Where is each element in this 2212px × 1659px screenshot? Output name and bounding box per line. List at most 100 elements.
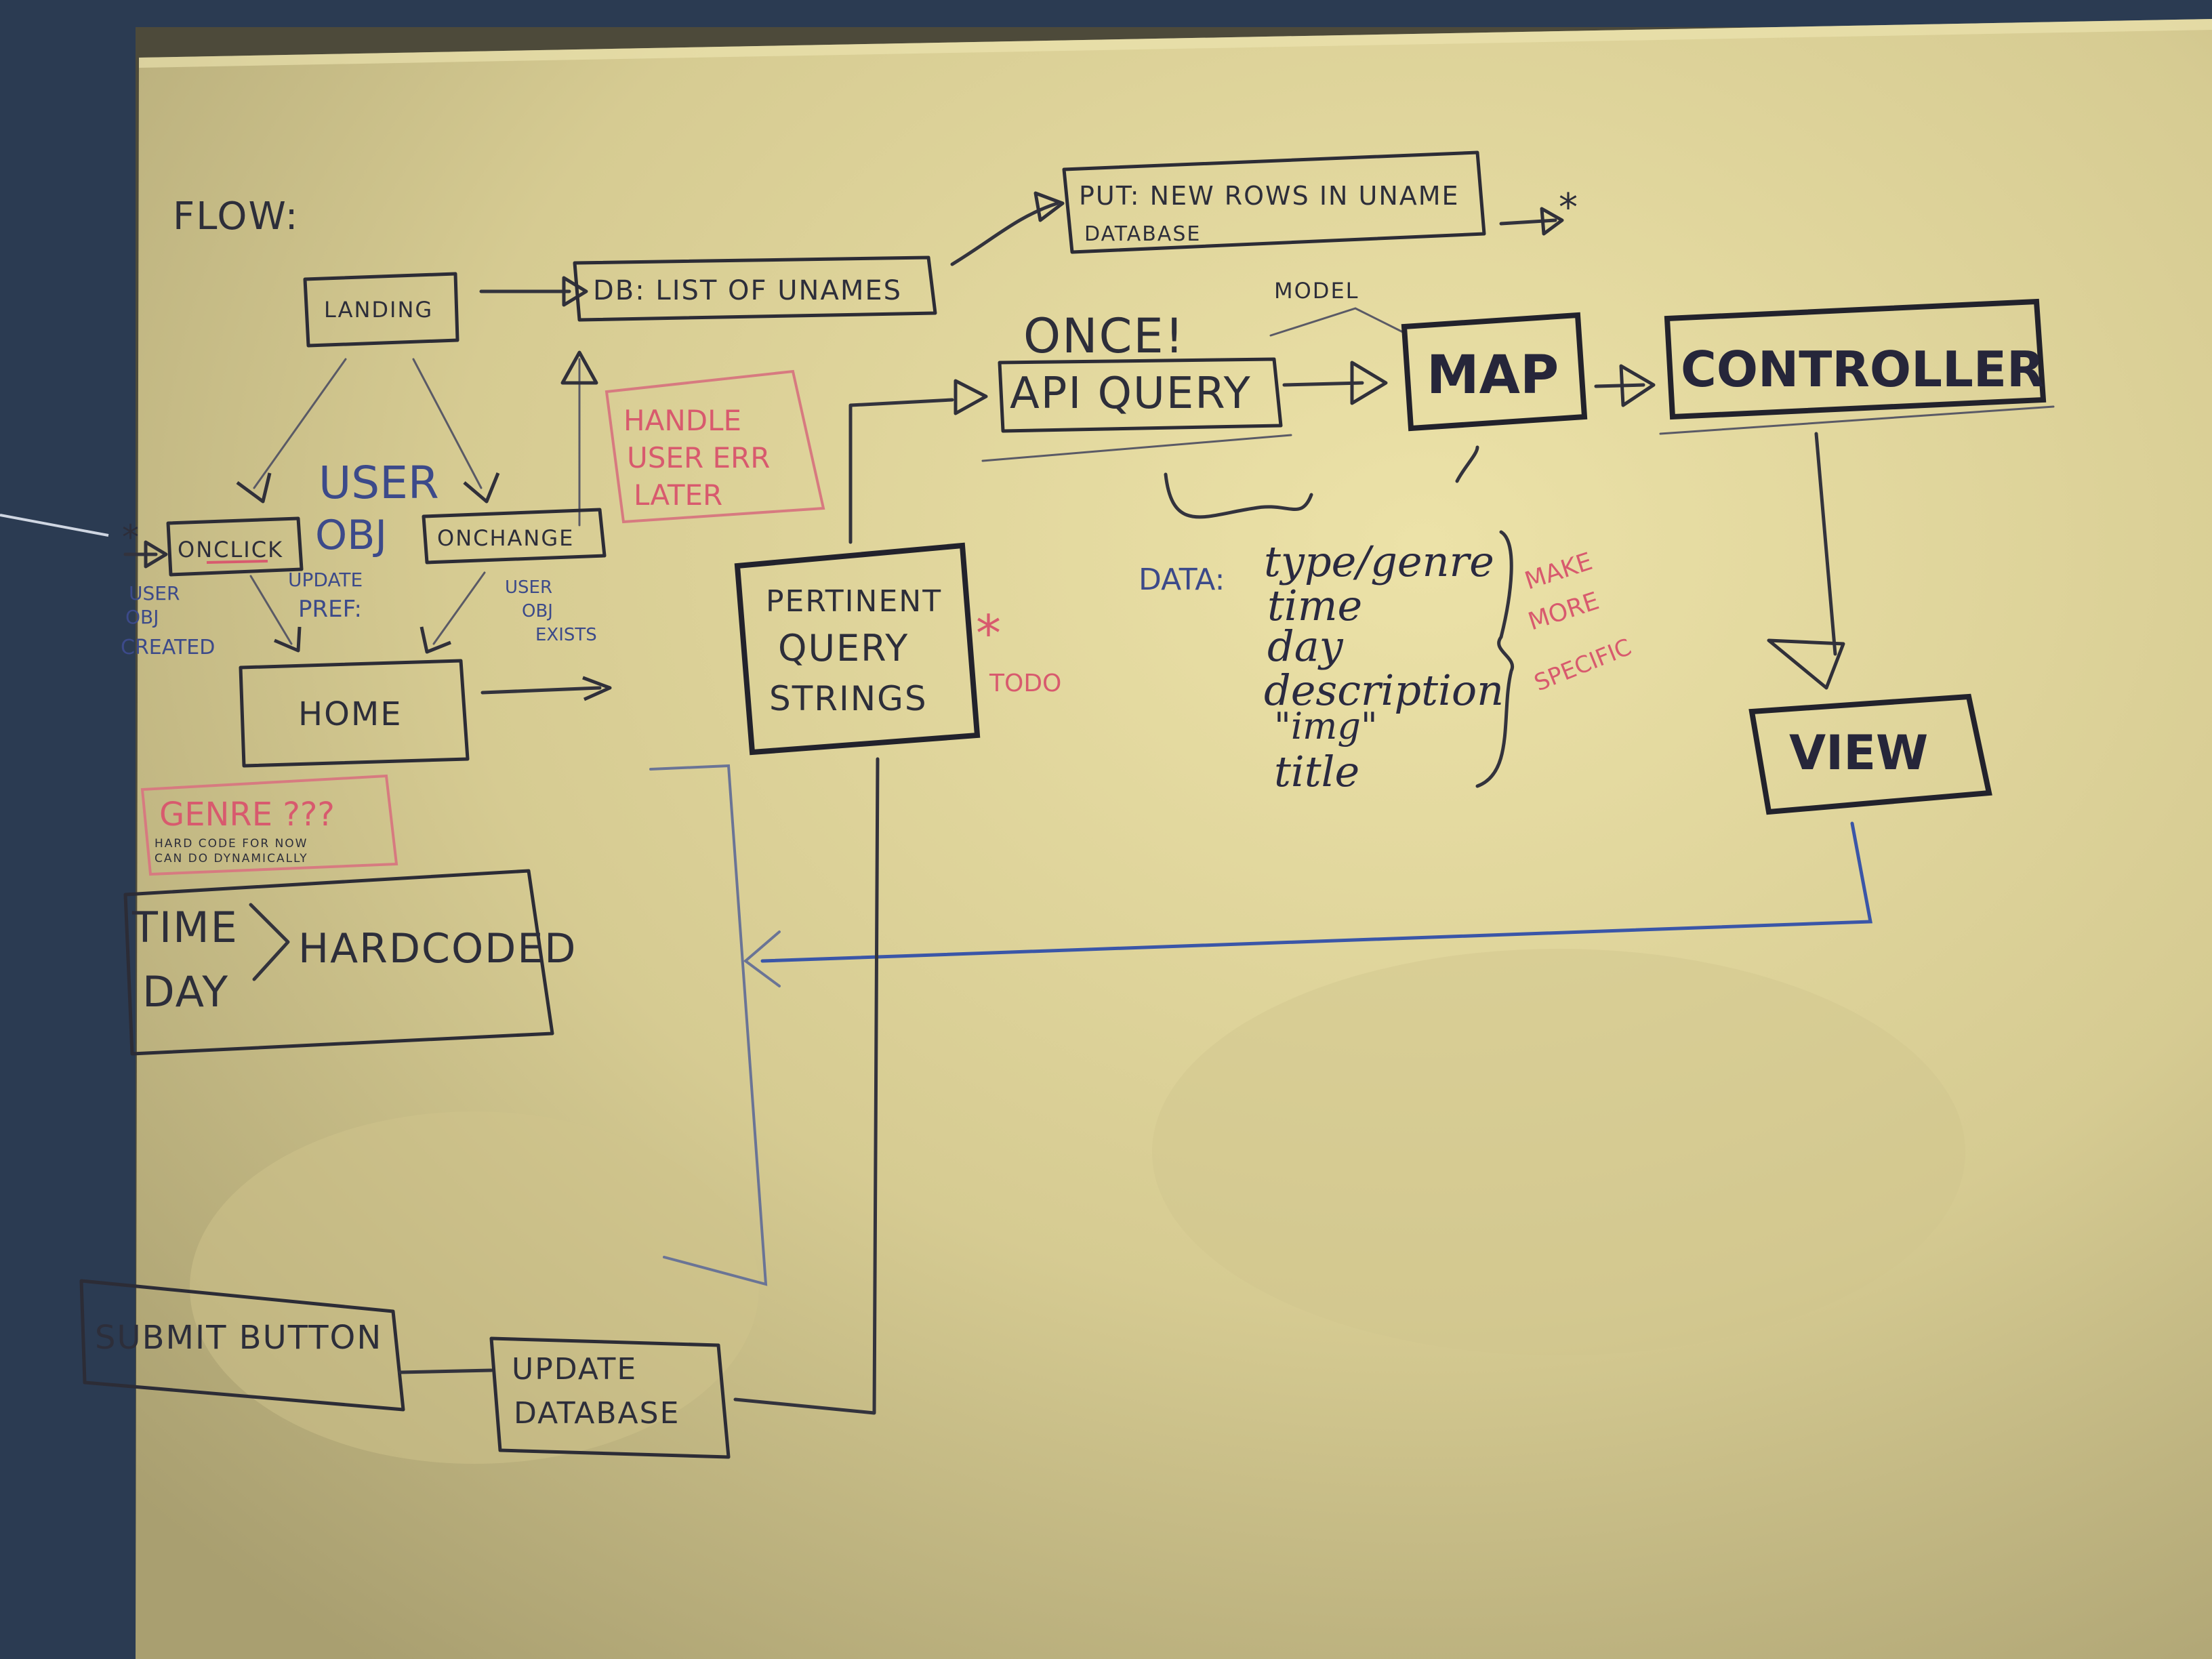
arrowhead-onchange-db — [560, 350, 598, 385]
submit-button-label: SUBMIT BUTTON — [95, 1319, 382, 1357]
view-label: VIEW — [1789, 725, 1928, 781]
arrow-onclick-home — [249, 575, 293, 645]
arrow-put-star — [1499, 218, 1557, 226]
arrowhead-map-controller — [1619, 364, 1656, 407]
todo-star: * — [976, 605, 1001, 663]
whiteboard-top-edge — [139, 19, 2212, 68]
data-field-day: day — [1267, 621, 1344, 671]
todo-label: TODO — [989, 670, 1061, 697]
api-query-label: API QUERY — [1010, 369, 1252, 419]
pertinent-query-node: PERTINENT QUERY STRINGS — [734, 542, 981, 756]
map-label: MAP — [1427, 345, 1559, 406]
put-star: * — [1559, 186, 1579, 230]
time-day-hardcoded-node: TIME DAY HARDCODED — [123, 869, 577, 1056]
put-node: PUT: NEW ROWS IN UNAME DATABASE — [1062, 150, 1486, 254]
onchange-node: ONCHANGE — [422, 508, 607, 565]
arrow-landing-onclick — [253, 358, 347, 489]
api-query-underline — [981, 434, 1292, 462]
user-obj-line2: OBJ — [315, 512, 387, 559]
put-label-line1: PUT: NEW ROWS IN UNAME — [1079, 181, 1460, 211]
update-label-line1: UPDATE — [512, 1352, 637, 1387]
map-node: MAP — [1401, 312, 1588, 432]
update-pref-line2: PREF: — [298, 596, 362, 623]
arrow-api-map — [1282, 381, 1364, 387]
arrowhead-controller-view — [1767, 638, 1845, 690]
update-pref-note: UPDATE PREF: — [288, 569, 363, 623]
flow-label: FLOW: — [173, 194, 299, 239]
api-query-node: API QUERY — [981, 357, 1292, 462]
pertinent-label-line3: STRINGS — [769, 679, 928, 718]
controller-underline — [1659, 405, 2055, 435]
arrowhead-onclick-home — [274, 626, 302, 653]
hardcoded-bracket — [249, 903, 290, 981]
data-label: DATA: — [1139, 562, 1225, 597]
arrowhead-landing-onchange — [463, 472, 500, 504]
onclick-label: ONCLICK — [178, 537, 283, 562]
blue-bracket-loop — [649, 764, 768, 1286]
handle-label-line1: HANDLE — [623, 404, 741, 437]
db-list-label: DB: LIST OF UNAMES — [593, 275, 902, 306]
user-obj-exists-line1: USER — [505, 577, 552, 598]
data-field-time: time — [1267, 581, 1362, 630]
landing-label: LANDING — [324, 297, 433, 323]
data-right-brace — [1475, 530, 1515, 788]
db-list-node: DB: LIST OF UNAMES — [573, 255, 937, 322]
day-label: DAY — [142, 967, 229, 1017]
genre-note-line1: HARD CODE FOR NOW — [155, 837, 308, 851]
model-bracket — [1269, 307, 1404, 337]
user-obj-created-line2: OBJ — [125, 606, 159, 628]
user-obj-created-line1: USER — [129, 582, 180, 605]
map-data-tail — [1455, 445, 1479, 483]
pertinent-label-line1: PERTINENT — [766, 584, 942, 619]
put-label-line2: DATABASE — [1084, 222, 1201, 246]
data-field-type: type/genre — [1264, 537, 1494, 586]
arrow-map-controller — [1594, 383, 1645, 388]
update-label-line2: DATABASE — [514, 1396, 680, 1431]
smudge-left — [190, 1111, 759, 1464]
time-label: TIME — [131, 903, 239, 952]
landing-node: LANDING — [303, 272, 459, 348]
arrow-onchange-home — [432, 571, 486, 645]
arrowhead-onchange-home — [419, 626, 451, 654]
arrowhead-api-map — [1350, 361, 1388, 405]
data-field-img: "img" — [1274, 705, 1378, 747]
arrow-pertinent-api — [848, 398, 954, 544]
user-obj-created-line3: CREATED — [121, 636, 215, 659]
model-label: MODEL — [1274, 278, 1359, 304]
arrowhead-db-put — [1033, 191, 1065, 222]
hardcoded-label: HARDCODED — [298, 925, 577, 972]
user-obj-exists-note: USER OBJ EXISTS — [505, 577, 597, 645]
return-line-view — [760, 821, 1872, 963]
arrow-controller-view — [1814, 432, 1837, 656]
update-database-node: UPDATE DATABASE — [489, 1336, 731, 1459]
smudge-right — [1152, 949, 1965, 1355]
controller-label: CONTROLLER — [1681, 341, 2044, 398]
genre-note-line2: CAN DO DYNAMICALLY — [155, 852, 308, 865]
arrowhead-home-pertinent — [582, 676, 612, 701]
handle-label-line3: LATER — [634, 478, 722, 512]
map-data-brace — [1164, 472, 1313, 519]
home-node: HOME — [239, 659, 470, 768]
pertinent-label-line2: QUERY — [778, 627, 909, 670]
genre-note: GENRE ??? HARD CODE FOR NOW CAN DO DYNAM… — [140, 774, 398, 876]
genre-label: GENRE ??? — [159, 796, 335, 834]
arrowhead-put-star — [1540, 207, 1564, 236]
line-update-pertinent — [733, 757, 880, 1415]
user-obj-created-note: USER OBJ CREATED — [121, 582, 215, 659]
arrow-landing-onchange — [412, 358, 483, 489]
wall-cable — [0, 514, 109, 537]
data-fields-group: DATA: type/genre time day description "i… — [1139, 445, 1515, 796]
onchange-label: ONCHANGE — [437, 525, 574, 551]
arrow-db-put — [950, 201, 1059, 266]
update-pref-line1: UPDATE — [288, 569, 363, 591]
line-submit-update — [398, 1368, 493, 1374]
once-label: ONCE! — [1023, 308, 1185, 364]
arrowhead-landing-onclick — [236, 472, 272, 504]
arrowhead-return — [743, 930, 781, 987]
handle-user-err-note: HANDLE USER ERR LATER — [605, 369, 825, 524]
onclick-red-underline — [206, 560, 268, 564]
arrowhead-into-onclick — [144, 540, 168, 569]
data-field-description: description — [1264, 665, 1504, 715]
